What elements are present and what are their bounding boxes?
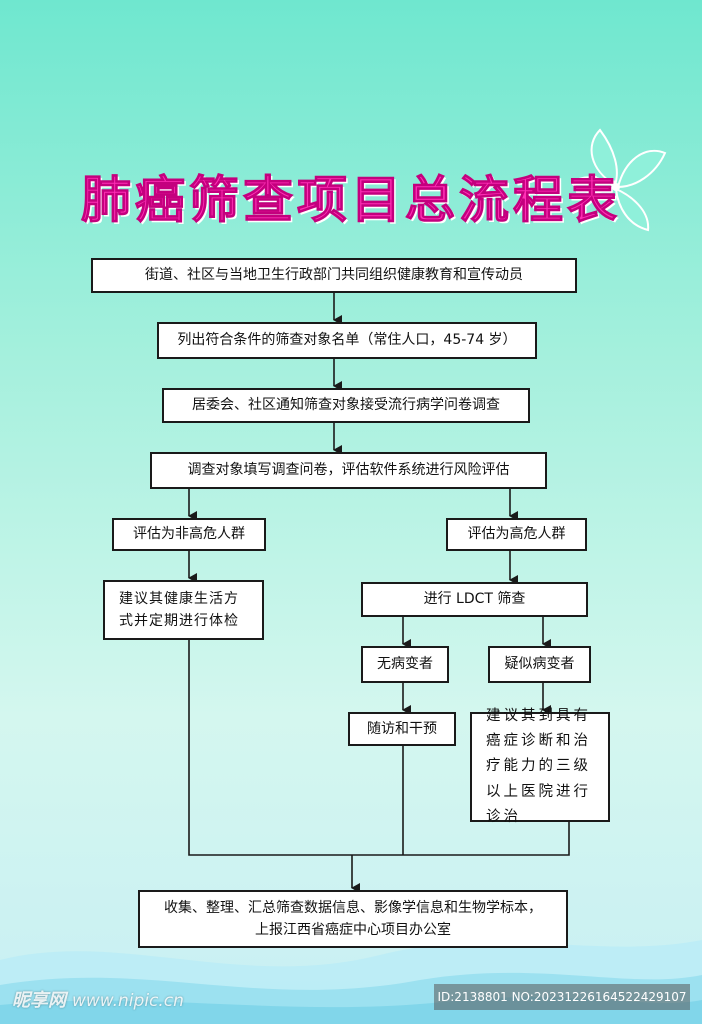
- box-follow-up: 随访和干预: [348, 712, 456, 746]
- box-suspected-lesion: 疑似病变者: [488, 646, 591, 683]
- watermark-url: www.nipic.cn: [72, 991, 184, 1011]
- box-low-risk: 评估为非高危人群: [112, 518, 266, 551]
- final-report-line1: 收集、整理、汇总筛查数据信息、影像学信息和生物学标本，: [164, 899, 542, 916]
- leaf-decoration-icon: [570, 128, 667, 232]
- step-questionnaire-notice: 居委会、社区通知筛查对象接受流行病学问卷调查: [162, 388, 530, 423]
- step-health-education: 街道、社区与当地卫生行政部门共同组织健康教育和宣传动员: [91, 258, 577, 293]
- final-report-line2: 上报江西省癌症中心项目办公室: [255, 922, 451, 938]
- box-no-lesion: 无病变者: [361, 646, 449, 683]
- page-title: 肺癌筛查项目总流程表: [81, 171, 621, 230]
- box-high-risk: 评估为高危人群: [446, 518, 587, 551]
- watermark-brand: 昵享网 www.nipic.cn: [12, 986, 184, 1012]
- box-hospital-referral: 建议其到具有癌症诊断和治疗能力的三级以上医院进行诊治: [470, 708, 610, 825]
- step-risk-assessment: 调查对象填写调查问卷，评估软件系统进行风险评估: [150, 452, 547, 489]
- box-final-report: 收集、整理、汇总筛查数据信息、影像学信息和生物学标本， 上报江西省癌症中心项目办…: [138, 890, 568, 948]
- watermark-brand-name: 昵享网: [12, 990, 66, 1011]
- watermark-id: ID:2138801 NO:20231226164522429107: [434, 984, 690, 1010]
- box-ldct-screening: 进行 LDCT 筛查: [361, 582, 588, 617]
- step-screening-list: 列出符合条件的筛查对象名单（常住人口，45-74 岁）: [157, 322, 537, 359]
- box-low-risk-advice: 建议其健康生活方式并定期进行体检: [103, 580, 264, 640]
